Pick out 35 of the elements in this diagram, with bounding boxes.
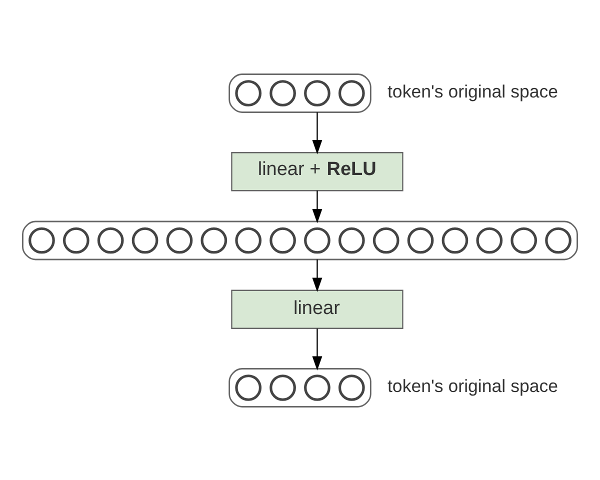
node-label: token's original space bbox=[387, 375, 558, 396]
node-circle bbox=[442, 226, 468, 254]
node-circle bbox=[270, 374, 296, 400]
arrow bbox=[312, 259, 322, 292]
node-circle bbox=[372, 226, 400, 254]
node-circle bbox=[270, 226, 296, 254]
node-circle bbox=[235, 374, 262, 400]
arrow bbox=[312, 328, 322, 370]
node-circle bbox=[28, 226, 55, 254]
node-circle bbox=[132, 226, 158, 254]
node-circle bbox=[235, 80, 262, 106]
node-circle bbox=[235, 226, 262, 254]
node-circle bbox=[338, 226, 365, 254]
node-circle bbox=[304, 80, 330, 106]
node-circle bbox=[407, 226, 434, 254]
arrow bbox=[312, 112, 322, 154]
node-circle bbox=[304, 374, 330, 400]
arrow bbox=[312, 190, 322, 223]
node-circle bbox=[338, 80, 365, 106]
node-circle bbox=[545, 226, 572, 254]
node-circle bbox=[304, 226, 330, 254]
node-circle bbox=[97, 226, 124, 254]
node-circle bbox=[476, 226, 503, 254]
node-circle bbox=[510, 226, 538, 254]
node-circle bbox=[62, 226, 90, 254]
node-box: linear + ReLU bbox=[231, 152, 404, 191]
node-circle bbox=[200, 226, 228, 254]
cluster bbox=[228, 368, 372, 407]
cluster bbox=[228, 73, 372, 112]
node-circle bbox=[338, 374, 365, 400]
node-circle bbox=[166, 226, 193, 254]
node-circle bbox=[270, 80, 296, 106]
cluster bbox=[22, 220, 578, 260]
node-label: token's original space bbox=[387, 80, 558, 101]
node-box: linear bbox=[231, 289, 404, 328]
